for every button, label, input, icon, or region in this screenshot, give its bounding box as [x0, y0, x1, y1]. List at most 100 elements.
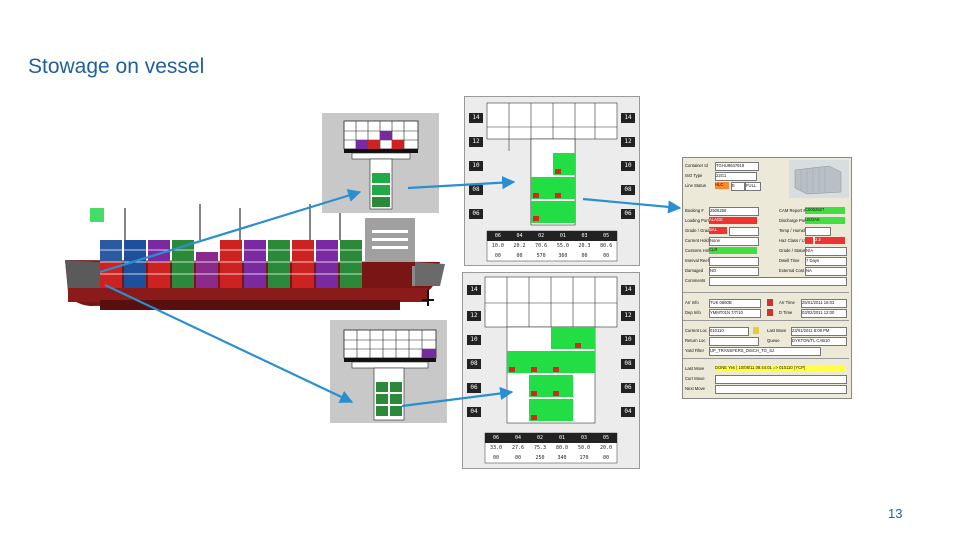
yard-filter-label: Yard Filter: [685, 348, 705, 353]
loading-port-label: Loading Port: [685, 218, 709, 223]
grade-status-field[interactable]: N/A: [805, 247, 847, 256]
row-label: 12: [472, 138, 480, 145]
grid-footer-row: 10.0 20.2 70.6 55.0 20.3 80.6: [487, 241, 617, 251]
arrow-icon: [407, 176, 516, 190]
cam-label: CAM Report #: [779, 208, 806, 213]
arr-time-label: Arr Time: [779, 300, 795, 305]
footer-cell: 01: [558, 435, 566, 441]
cam-field[interactable]: C0002527: [805, 207, 845, 214]
footer-cell: 02: [536, 435, 544, 441]
queue-field[interactable]: DYKTON/TL CAB10: [791, 337, 847, 346]
row-label-right: 08: [624, 186, 632, 193]
grid-footer-row: 33.0 27.6 75.3 80.0 50.0 20.0: [485, 443, 617, 453]
container-id-field[interactable]: TGHU9647919: [715, 162, 759, 171]
dep-time-label: D Time: [779, 310, 793, 315]
row-label: 14: [472, 114, 480, 121]
row-label-right: 08: [624, 360, 632, 367]
bay-marker: [90, 208, 104, 222]
temp-field[interactable]: [805, 227, 831, 236]
row-label: 04: [470, 408, 478, 415]
row-label-right: 14: [624, 114, 632, 121]
footer-cell: 75.3: [533, 445, 547, 451]
arr-info-label: Arr Info: [685, 300, 699, 305]
ship-lower-band: [100, 300, 400, 310]
row-label: 08: [472, 186, 480, 193]
current-loc-field[interactable]: 010110: [709, 327, 749, 336]
grade-field[interactable]: BAL: [709, 227, 727, 234]
row-label-right: 14: [624, 286, 632, 293]
queue-label: Queue: [767, 338, 780, 343]
last-move-field[interactable]: 23/01/2011 8:09 PM: [791, 327, 847, 336]
footer-cell: 20.3: [578, 243, 591, 249]
lookup-icon[interactable]: [767, 309, 773, 316]
row-label-right: 12: [624, 138, 632, 145]
footer-cell: 00: [516, 253, 523, 259]
locate-icon[interactable]: [753, 327, 759, 334]
booking-field[interactable]: 2506258: [709, 207, 759, 216]
current-hold-field[interactable]: None: [709, 237, 759, 246]
footer-cell: 27.6: [511, 445, 525, 451]
current-loc-label: Current Loc: [685, 328, 707, 333]
row-label-right: 10: [624, 336, 632, 343]
ship-bow: [65, 260, 100, 288]
row-label: 08: [470, 360, 478, 367]
yard-filter-field[interactable]: UP_TRANSFERS_DISCH_TO_SJ: [709, 347, 821, 356]
footer-cell: 05: [602, 435, 610, 441]
row-label-right: 06: [624, 210, 632, 217]
dep-info-field[interactable]: YMMT01N 7/7/10: [709, 309, 761, 318]
slide-title: Stowage on vessel: [28, 55, 205, 78]
grade-field-2[interactable]: [729, 227, 759, 236]
grid-footer-row: 00 00 570 360 00 00: [487, 251, 617, 261]
external-cost-field[interactable]: NA: [805, 267, 847, 276]
dep-time-field[interactable]: 03/02/2011 12:00: [801, 309, 847, 318]
footer-cell: 00: [494, 253, 501, 259]
footer-cell: 03: [580, 435, 588, 441]
page-number: 13: [888, 506, 903, 521]
iso-type-label: ISO Type: [685, 173, 703, 178]
last-move2-field[interactable]: DONE Yes | 10/08/11 08:44:01 => 010110 (…: [715, 365, 845, 372]
arr-time-field[interactable]: 25/01/2011 18:03: [801, 299, 847, 308]
row-label-right: 06: [624, 384, 632, 391]
footer-cell: 70.6: [535, 243, 548, 249]
footer-cell: 340: [557, 455, 567, 461]
dwell-label: Dwell Time: [779, 258, 800, 263]
comments-field[interactable]: [709, 277, 847, 286]
discharge-port-field[interactable]: USOAK: [805, 217, 845, 224]
interval-field[interactable]: [709, 257, 759, 266]
container-photo-icon: [789, 160, 849, 198]
customs-hold-label: Customs Hold: [685, 248, 712, 253]
haz-class-field[interactable]: 2.2: [815, 237, 845, 244]
row-label: 06: [470, 384, 478, 391]
footer-cell: 20.0: [599, 445, 613, 451]
customs-hold-field[interactable]: CLR: [709, 247, 757, 254]
grid-footer-header: 06 04 02 01 03 05: [485, 433, 617, 443]
booking-label: Booking #: [685, 208, 704, 213]
row-label: 14: [470, 286, 478, 293]
footer-cell: 06: [492, 435, 500, 441]
lookup-icon[interactable]: [767, 299, 773, 306]
footer-cell: 00: [602, 455, 610, 461]
row-label: 10: [470, 336, 478, 343]
arr-info-field[interactable]: TUK 0860B: [709, 299, 761, 308]
bay-section-bottom: [330, 320, 447, 423]
row-label-right: 10: [624, 162, 632, 169]
iso-type-field[interactable]: 22G1: [715, 172, 757, 181]
row-label: 12: [470, 312, 478, 319]
next-move-field[interactable]: [715, 385, 847, 394]
arrow-icon: [401, 386, 514, 408]
grade-status-label: Grade / Status: [779, 248, 806, 253]
container-detail-panel: Container Id TGHU9647919 ISO Type 22G1 L…: [682, 157, 852, 399]
line-status-field[interactable]: HLC: [715, 182, 729, 189]
ship-deck-band: [68, 288, 428, 302]
loading-port-field[interactable]: ALAGE: [709, 217, 757, 224]
damaged-field[interactable]: NO: [709, 267, 759, 276]
footer-cell: 00: [492, 455, 500, 461]
curr-move-field[interactable]: [715, 375, 847, 384]
current-hold-label: Current Hold: [685, 238, 709, 243]
dwell-field[interactable]: 7 Days: [805, 257, 847, 266]
return-loc-field[interactable]: [709, 337, 759, 346]
line-status-e[interactable]: E: [731, 182, 745, 191]
footer-cell: 170: [579, 455, 589, 461]
dep-info-label: Dep Info: [685, 310, 701, 315]
line-status-full[interactable]: FULL: [745, 182, 761, 191]
